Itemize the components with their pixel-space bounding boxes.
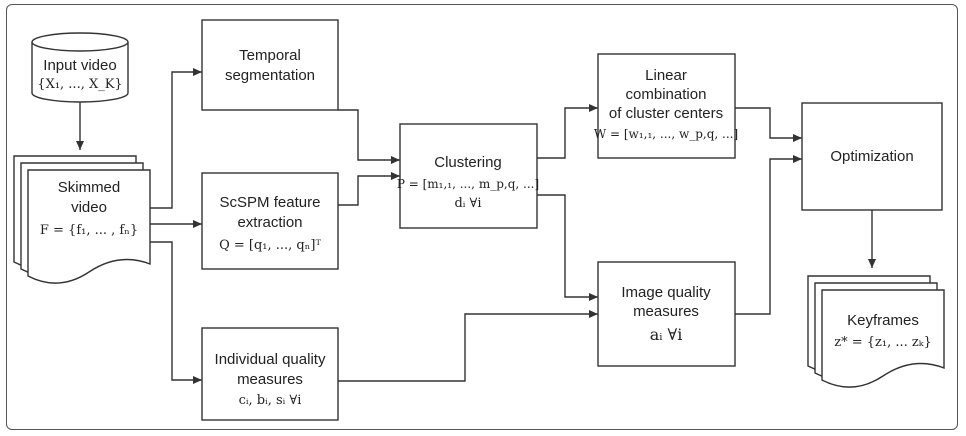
node-scspm: ScSPM feature extraction Q = [q₁, ..., q… <box>201 172 339 270</box>
node-clustering: Clustering P = [m₁,₁, ..., m_p,q, ...] d… <box>397 123 539 229</box>
skimmed-video-title-1: Skimmed <box>58 179 121 196</box>
node-individual-quality: Individual quality measures cᵢ, bᵢ, sᵢ ∀… <box>201 327 339 421</box>
skimmed-video-math: F = {f₁, ... , fₙ} <box>40 223 138 238</box>
linear-line-1: Linear <box>645 67 687 84</box>
linear-math: W = [w₁,₁, ..., w_p,q, ...] <box>594 127 738 141</box>
edge-image-quality-to-optimization <box>735 155 802 315</box>
linear-line-3: of cluster centers <box>609 105 723 122</box>
edge-clustering-to-image-quality <box>537 194 598 301</box>
node-input-video: Input video {X₁, ..., X_K} <box>31 32 129 103</box>
individual-math: cᵢ, bᵢ, sᵢ ∀i <box>239 393 302 408</box>
edge-temporal-to-clustering <box>338 109 400 164</box>
clustering-math-2: dᵢ ∀i <box>454 196 481 211</box>
edge-skimmed-to-individual <box>150 241 202 384</box>
node-optimization: Optimization <box>801 102 943 211</box>
input-video-title: Input video <box>43 57 116 74</box>
node-temporal-segmentation: Temporal segmentation <box>201 19 339 111</box>
individual-line-1: Individual quality <box>215 351 326 368</box>
edge-linear-to-optimization <box>735 107 802 142</box>
keyframes-title: Keyframes <box>847 312 919 329</box>
linear-line-2: combination <box>626 86 707 103</box>
image-quality-math: aᵢ ∀i <box>650 325 683 344</box>
temporal-line-1: Temporal <box>239 47 301 64</box>
skimmed-video-title-2: video <box>71 199 107 216</box>
node-skimmed-video: Skimmed video F = {f₁, ... , fₙ} <box>13 155 151 284</box>
node-linear-combination: Linear combination of cluster centers W … <box>594 53 738 159</box>
edge-skimmed-to-temporal <box>150 68 202 209</box>
image-quality-line-2: measures <box>633 303 699 320</box>
edge-scspm-to-clustering <box>338 172 400 206</box>
temporal-line-2: segmentation <box>225 67 315 84</box>
edge-individual-to-image-quality <box>338 310 598 382</box>
clustering-math-1: P = [m₁,₁, ..., m_p,q, ...] <box>397 177 539 191</box>
node-image-quality: Image quality measures aᵢ ∀i <box>597 261 736 367</box>
optimization-title: Optimization <box>830 148 913 165</box>
scspm-math: Q = [q₁, ..., qₙ]ᵀ <box>219 238 321 253</box>
individual-line-2: measures <box>237 371 303 388</box>
scspm-line-2: extraction <box>237 214 302 231</box>
image-quality-line-1: Image quality <box>621 284 711 301</box>
clustering-title: Clustering <box>434 154 502 171</box>
edge-clustering-to-linear <box>537 104 598 159</box>
edges <box>76 68 876 384</box>
node-keyframes: Keyframes z* = {z₁, ... zₖ} <box>807 275 945 388</box>
keyframes-math: z* = {z₁, ... zₖ} <box>834 335 932 350</box>
input-video-math: {X₁, ..., X_K} <box>37 77 122 92</box>
scspm-line-1: ScSPM feature <box>220 194 321 211</box>
